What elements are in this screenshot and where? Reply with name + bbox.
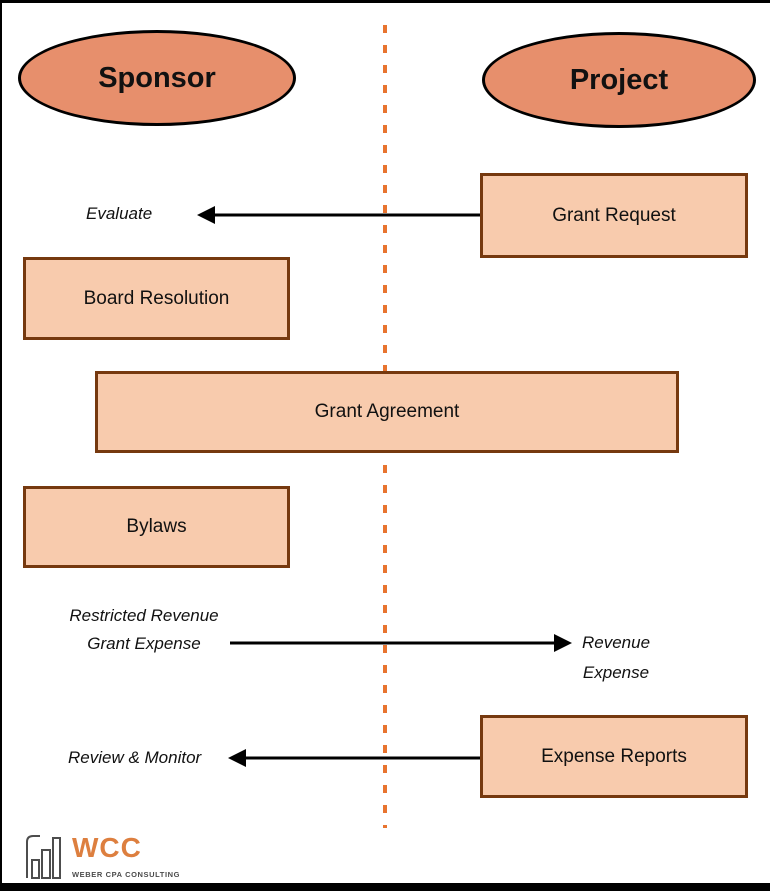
logo-text-block: WCC WEBER CPA CONSULTING	[72, 832, 181, 880]
project-header-label: Project	[569, 63, 669, 96]
bar-chart-logo-icon	[26, 835, 61, 879]
revenue-expense-line2: Expense	[582, 663, 650, 682]
board-resolution-box: Board Resolution	[23, 257, 290, 340]
project-header-ellipse: Project	[482, 32, 756, 128]
grant-agreement-label: Grant Agreement	[314, 401, 460, 422]
page-bottom-bar	[0, 883, 770, 891]
restricted-revenue-line2: Grant Expense	[87, 634, 201, 653]
sponsor-header-label: Sponsor	[98, 61, 216, 94]
expense-reports-label: Expense Reports	[541, 745, 687, 767]
restricted-revenue-annotation: Restricted Revenue Grant Expense	[44, 602, 244, 658]
page-border-left	[0, 0, 2, 883]
restricted-revenue-line1: Restricted Revenue	[69, 606, 219, 625]
sponsor-header-ellipse: Sponsor	[18, 30, 296, 126]
revenue-expense-annotation: Revenue Expense	[566, 628, 666, 688]
grant-request-box: Grant Request	[480, 173, 748, 258]
revenue-expense-line1: Revenue	[581, 633, 651, 652]
wcc-logo: WCC WEBER CPA CONSULTING	[24, 832, 180, 880]
logo-acronym: WCC	[72, 832, 142, 863]
page-border-top	[0, 0, 770, 3]
board-resolution-label: Board Resolution	[83, 287, 230, 309]
grant-request-label: Grant Request	[552, 204, 676, 226]
expense-reports-box: Expense Reports	[480, 715, 748, 798]
grant-agreement-box: Grant Agreement	[95, 371, 679, 453]
bylaws-label: Bylaws	[126, 516, 187, 537]
review-monitor-annotation: Review & Monitor	[68, 748, 202, 767]
logo-subtitle: WEBER CPA CONSULTING	[72, 870, 181, 879]
evaluate-annotation: Evaluate	[86, 204, 153, 223]
bylaws-box: Bylaws	[23, 486, 290, 568]
